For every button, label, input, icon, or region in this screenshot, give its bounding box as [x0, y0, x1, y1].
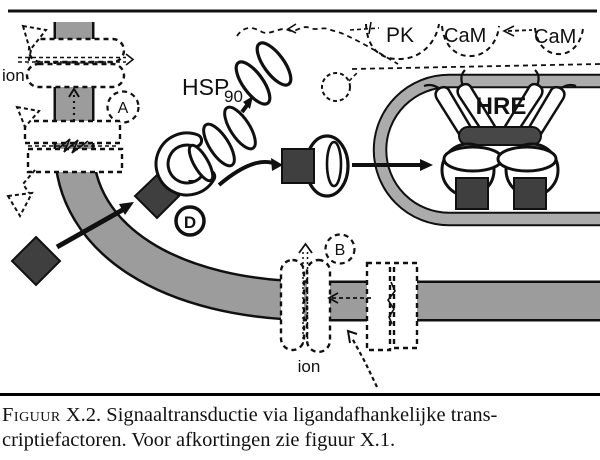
cam-cam-dashed-arrow: [507, 29, 533, 32]
caption-line-2: criptiefactoren. Voor afkortingen zie fi…: [2, 428, 600, 453]
pk-tick: [368, 21, 372, 35]
transporter-channel-left: [23, 119, 124, 174]
ion-channel-a: [18, 37, 135, 122]
zigzag-coupling: [57, 138, 89, 154]
nuclear-ligand-left: [455, 177, 489, 210]
vesicle-link-dash: [348, 70, 360, 82]
ion-channel-b: [279, 242, 332, 354]
loop-flick-4: [534, 69, 540, 87]
wavy-line-arrowhead: [286, 23, 297, 34]
circle-b-label: B: [335, 242, 346, 259]
second-messenger-network: [236, 21, 600, 102]
dotted-arrowhead: [68, 87, 80, 98]
receptor-hsp90-complex: [154, 41, 293, 197]
nuclear-import-arrow: [352, 159, 433, 171]
loop-flick-3: [559, 83, 577, 90]
free-hsp90-b: [255, 41, 293, 87]
external-signal-arrows: [6, 24, 48, 219]
circle-d-marker: [174, 205, 206, 237]
ligand-entry-arrow: [55, 205, 128, 250]
cam2-label: CaM: [534, 26, 576, 48]
signal-tail-bottom: [21, 169, 36, 194]
cam1-arc: [441, 25, 500, 58]
ion-flow-arrowhead: [125, 53, 135, 66]
activation-arrowhead: [271, 158, 283, 171]
ligand-diamond-outside: [10, 235, 62, 287]
signal-arrowhead-bottom: [346, 329, 358, 344]
vesicle-dashed-circle: [321, 72, 351, 102]
pk-label: PK: [386, 24, 414, 47]
dimer-link-right: [496, 145, 558, 173]
caption-figure-label: Figuur: [2, 404, 61, 426]
wavy-dashed-line: [236, 26, 399, 65]
nuclear-ligand-right: [513, 177, 547, 210]
hsp90-release-arrowhead: [243, 96, 253, 109]
transporter-channel-bottom: [327, 261, 419, 352]
caption-line-1: Figuur X.2. Signaaltransductie via ligan…: [2, 403, 600, 428]
caption-text-2: criptiefactoren. Voor afkortingen zie fi…: [2, 428, 396, 451]
circle-a-marker: [106, 90, 140, 124]
activated-receptor: [281, 134, 350, 198]
signal-tail-top: [27, 49, 32, 65]
hre-transcription-complex: [423, 69, 577, 210]
cam1-label: CaM: [444, 25, 486, 47]
circle-a-label: A: [118, 100, 129, 117]
ion-flow-arrowhead-b: [298, 242, 313, 254]
hre-label: HRE: [476, 93, 527, 120]
pk-arc: [365, 23, 440, 61]
figure-caption: Figuur X.2. Signaaltransductie via ligan…: [0, 393, 600, 452]
cam2-arc: [534, 27, 584, 56]
signal-triangle-top: [21, 24, 48, 53]
zigzag-coupling-bottom: [387, 281, 396, 325]
hsp90-subscript: 90: [224, 87, 243, 106]
cell-membrane: [53, 22, 600, 322]
external-signal-bottom: [346, 329, 378, 388]
caption-figure-number: X.2.: [65, 404, 102, 426]
nuclear-envelope: [372, 73, 600, 227]
membrane-arrowhead: [327, 292, 339, 304]
hre-dna-bar: [458, 126, 542, 146]
circle-b-marker: [324, 233, 356, 265]
ion-label-left: ion: [2, 66, 25, 85]
cam-arrowhead: [502, 25, 515, 37]
dashes-to-pk: [349, 27, 380, 31]
signal-triangle-bottom: [6, 191, 34, 219]
loop-flick-2: [460, 69, 466, 87]
activation-arrow: [217, 160, 274, 187]
dimer-link-left: [442, 145, 504, 173]
bound-ligand-square: [281, 148, 315, 184]
loop-flick-1: [423, 83, 441, 90]
signal-transduction-diagram: PK CaM CaM ion A D: [2, 9, 600, 388]
signal-triangle-mid: [15, 105, 41, 129]
ion-label-bottom: ion: [298, 357, 321, 376]
horizontal-dashed-line: [351, 63, 600, 70]
ligand-entry-arrowhead: [119, 202, 134, 215]
free-hsp90-a: [234, 60, 272, 106]
circle-d-label: D: [184, 213, 196, 232]
hsp90-label: HSP: [182, 74, 229, 100]
caption-text-1: Signaaltransductie via ligandafhankelijk…: [106, 404, 498, 426]
